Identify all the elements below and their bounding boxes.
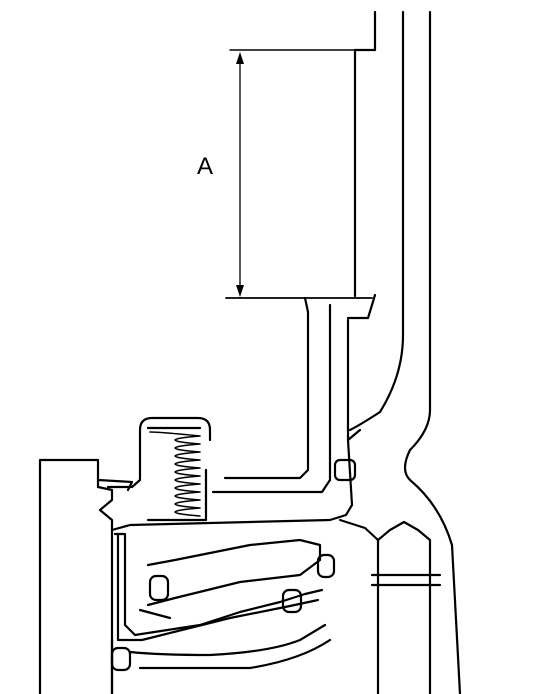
o-ring-upper: [333, 458, 357, 482]
o-ring-lower-left: [148, 574, 170, 602]
return-spring: [106, 416, 212, 522]
shaft: [338, 518, 442, 694]
clutch-piston: [110, 296, 362, 532]
clutch-plates: [110, 532, 332, 694]
inner-housing: [38, 458, 134, 694]
outer-drum: [346, 10, 462, 694]
o-ring-lower-middle: [281, 588, 303, 614]
dimension-a-marker: [225, 49, 373, 299]
o-ring-lower-right: [316, 553, 336, 579]
o-ring-bottom: [110, 646, 132, 672]
dimension-a-label: A: [197, 153, 214, 180]
